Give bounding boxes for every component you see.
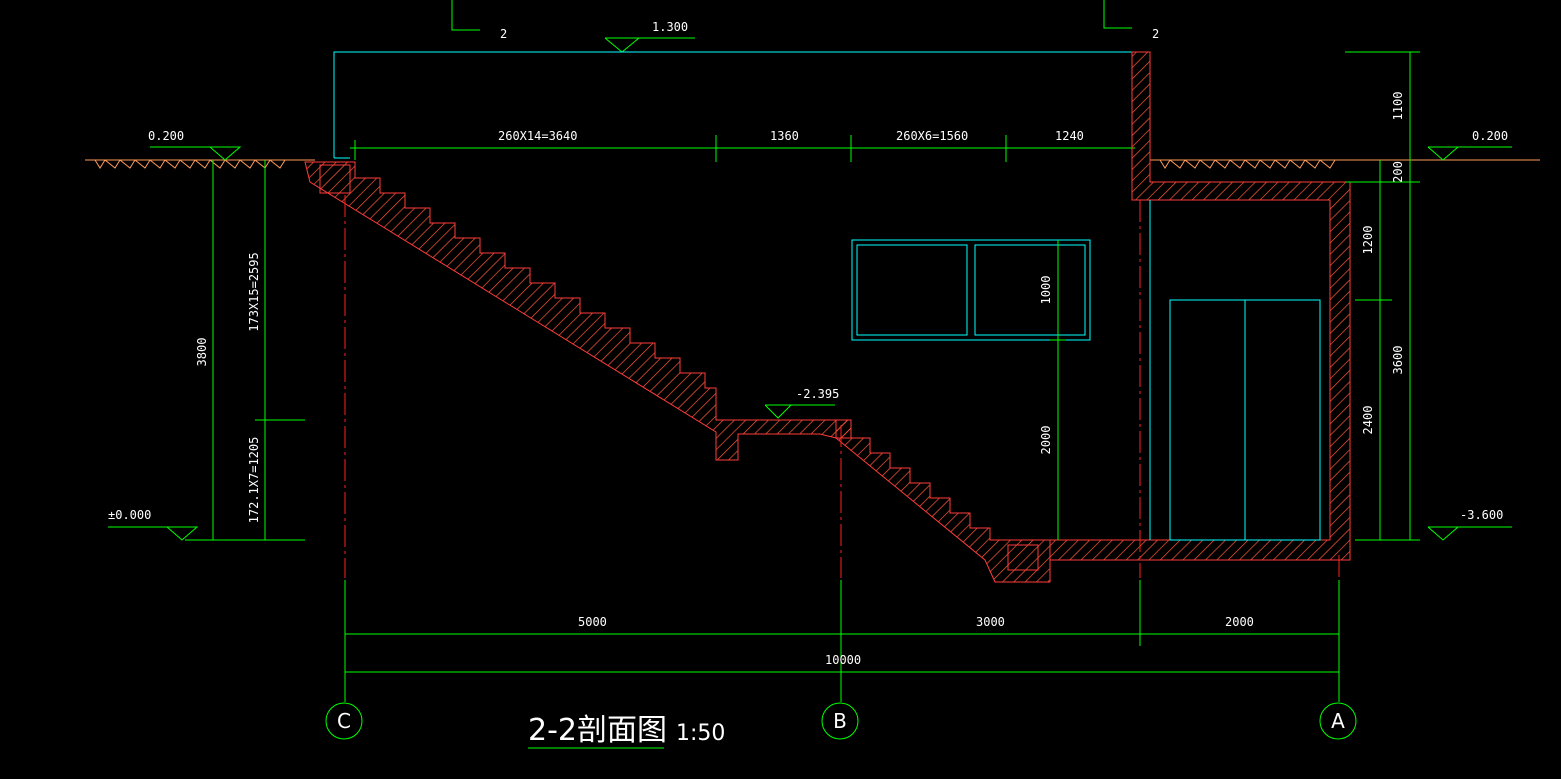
grid-axis-lines — [344, 195, 1340, 578]
svg-text:5000: 5000 — [578, 615, 607, 629]
svg-text:260X14=3640: 260X14=3640 — [498, 129, 577, 143]
elevation-zero: ±0.000 — [108, 508, 199, 541]
svg-text:-3.600: -3.600 — [1460, 508, 1503, 522]
axis-bubble-c: C — [325, 702, 363, 740]
drawing-title: 2-2剖面图 1:50 — [528, 713, 725, 749]
dimension-bottom: 5000 3000 2000 10000 — [344, 580, 1340, 702]
svg-text:0.200: 0.200 — [1472, 129, 1508, 143]
svg-text:2: 2 — [500, 27, 507, 41]
svg-text:2-2剖面图: 2-2剖面图 — [528, 713, 667, 748]
svg-text:1100: 1100 — [1391, 92, 1405, 121]
svg-text:A: A — [1331, 709, 1345, 733]
section-mark-left: 2 — [451, 0, 507, 41]
axis-bubble-a: A — [1319, 702, 1357, 740]
svg-text:260X6=1560: 260X6=1560 — [896, 129, 968, 143]
dimension-right: 1100 200 1200 3600 2400 — [1345, 51, 1420, 541]
section-mark-right: 2 — [1103, 0, 1159, 41]
svg-text:0.200: 0.200 — [148, 129, 184, 143]
dimension-left: 3800 173X15=2595 172.1X7=1205 — [185, 160, 305, 541]
svg-text:3800: 3800 — [195, 338, 209, 367]
svg-text:3000: 3000 — [976, 615, 1005, 629]
canopy-outline — [333, 51, 1132, 158]
stair-lower-flight — [835, 419, 1051, 583]
stair-upper-flight — [304, 161, 852, 461]
svg-text:2: 2 — [1152, 27, 1159, 41]
window — [851, 239, 1091, 341]
svg-text:2000: 2000 — [1225, 615, 1254, 629]
elevation-landing: -2.395 — [764, 387, 839, 419]
svg-text:1240: 1240 — [1055, 129, 1084, 143]
svg-text:172.1X7=1205: 172.1X7=1205 — [247, 437, 261, 524]
svg-text:2400: 2400 — [1361, 406, 1375, 435]
svg-text:±0.000: ±0.000 — [108, 508, 151, 522]
svg-text:1:50: 1:50 — [676, 721, 725, 746]
svg-text:C: C — [337, 709, 351, 733]
svg-text:2000: 2000 — [1039, 426, 1053, 455]
elevation-ground-left: 0.200 — [148, 129, 242, 161]
svg-text:1000: 1000 — [1039, 276, 1053, 305]
svg-text:-2.395: -2.395 — [796, 387, 839, 401]
elevation-roof: 1.300 — [604, 20, 695, 53]
svg-text:3600: 3600 — [1391, 346, 1405, 375]
svg-text:1360: 1360 — [770, 129, 799, 143]
svg-text:173X15=2595: 173X15=2595 — [247, 252, 261, 331]
svg-text:1.300: 1.300 — [652, 20, 688, 34]
ground-right — [1150, 159, 1540, 169]
svg-text:1200: 1200 — [1361, 226, 1375, 255]
stair-top-beam — [319, 164, 351, 194]
elevation-ground-right: 0.200 — [1427, 129, 1512, 161]
svg-text:10000: 10000 — [825, 653, 861, 667]
dimension-window: 1000 2000 — [1039, 240, 1066, 540]
axis-bubble-b: B — [821, 702, 859, 740]
basement-door — [1149, 200, 1321, 541]
basement-walls — [1049, 51, 1351, 561]
elevation-basement: -3.600 — [1427, 508, 1512, 541]
svg-text:B: B — [833, 709, 847, 733]
svg-text:200: 200 — [1391, 161, 1405, 183]
dimension-top: 260X14=3640 1360 260X6=1560 1240 — [350, 129, 1135, 162]
ground-left — [85, 159, 315, 169]
